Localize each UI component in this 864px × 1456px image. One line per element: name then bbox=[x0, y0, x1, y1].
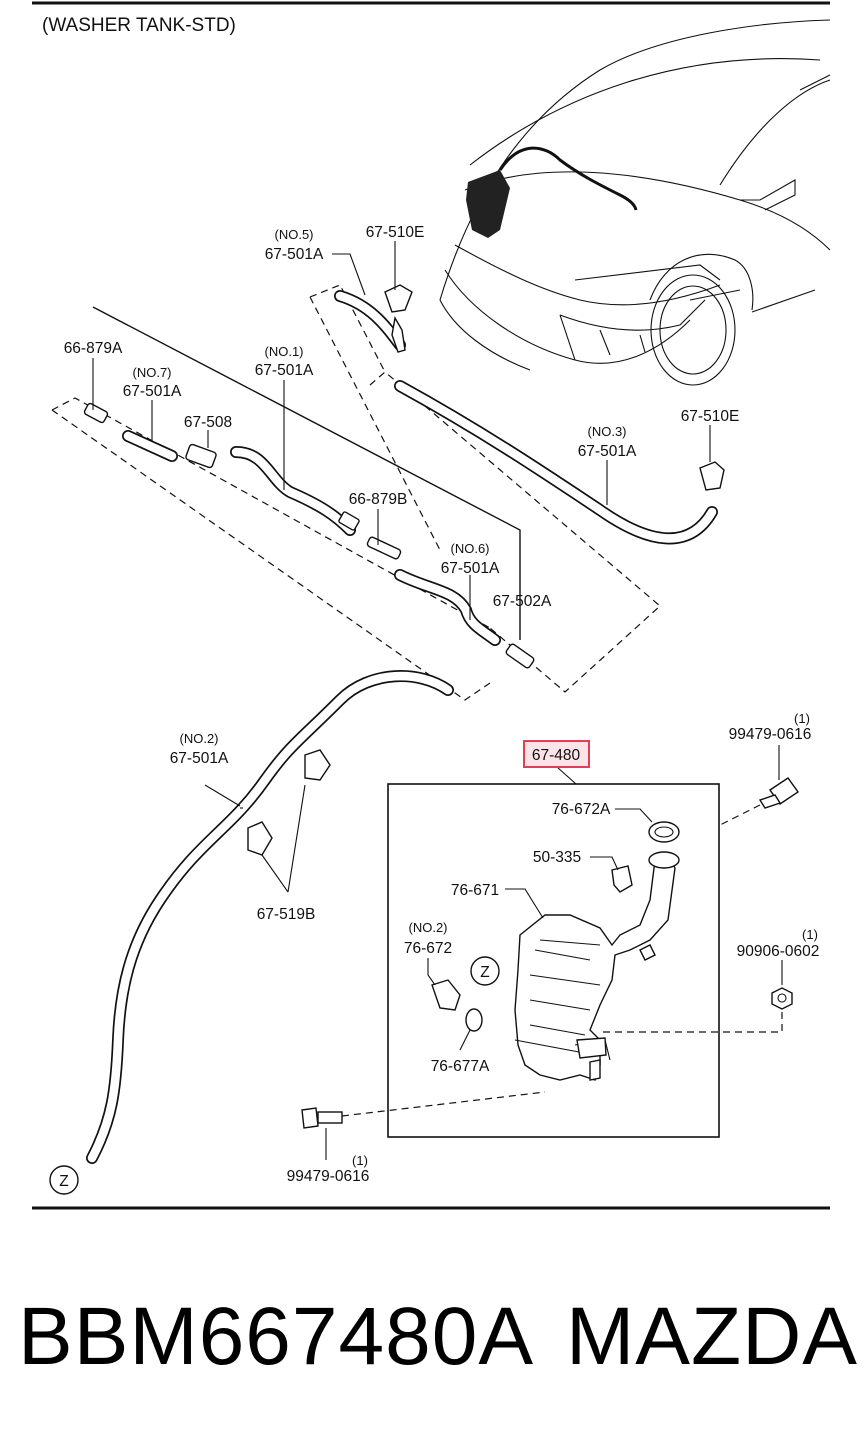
zone-marker-hose bbox=[49, 1165, 79, 1195]
c20-qualifier: (1) bbox=[802, 927, 818, 942]
zone-marker-hose-label: Z bbox=[59, 1173, 68, 1190]
c4-qualifier: (NO.7) bbox=[133, 365, 172, 380]
c13-part: 67-519B bbox=[257, 906, 316, 923]
leader bbox=[615, 808, 653, 823]
c8-qualifier: (NO.6) bbox=[451, 541, 490, 556]
c15-part: 76-672A bbox=[552, 801, 611, 818]
c12-part: 67-501A bbox=[170, 750, 229, 767]
c21-part: 99479-0616 bbox=[287, 1168, 370, 1185]
leader bbox=[590, 856, 619, 871]
c11-part: 67-510E bbox=[681, 408, 740, 425]
c18-qualifier: (NO.2) bbox=[409, 920, 448, 935]
c21-qualifier: (1) bbox=[352, 1153, 368, 1168]
leader bbox=[505, 888, 544, 919]
c6-part: 67-508 bbox=[184, 414, 232, 431]
c2-part: 67-510E bbox=[366, 224, 425, 241]
leader bbox=[556, 766, 577, 785]
nut-right bbox=[600, 960, 793, 1033]
c1-part: 67-501A bbox=[265, 246, 324, 263]
zone-marker-tank-label: Z bbox=[480, 964, 489, 981]
highlight-67-480 bbox=[523, 740, 590, 768]
leader bbox=[427, 958, 436, 986]
c7-part: 66-879B bbox=[349, 491, 408, 508]
c14-part: 99479-0616 bbox=[729, 726, 812, 743]
c5-part: 67-501A bbox=[255, 362, 314, 379]
c14-qualifier: (1) bbox=[794, 711, 810, 726]
long-hose-no2 bbox=[86, 670, 454, 1164]
washer-tank bbox=[431, 821, 680, 1081]
c10-part: 67-501A bbox=[578, 443, 637, 460]
tank-kit-box bbox=[387, 783, 720, 1138]
c4-part: 67-501A bbox=[123, 383, 182, 400]
diagram-title: (WASHER TANK-STD) bbox=[42, 15, 236, 36]
vehicle-outline bbox=[439, 19, 831, 386]
bolt-bottom-left bbox=[301, 1091, 546, 1160]
label-67-480: 67-480 bbox=[532, 747, 581, 764]
c20-part: 90906-0602 bbox=[737, 943, 820, 960]
c5-qualifier: (NO.1) bbox=[265, 344, 304, 359]
c1-qualifier: (NO.5) bbox=[275, 227, 314, 242]
c19-part: 76-677A bbox=[431, 1058, 490, 1075]
bolt-top-right bbox=[719, 745, 799, 826]
c18-part: 76-672 bbox=[404, 940, 452, 957]
brand-caption: MAZDA bbox=[566, 1291, 858, 1382]
c3-part: 66-879A bbox=[64, 340, 123, 357]
leader bbox=[459, 1029, 471, 1051]
c16-part: 50-335 bbox=[533, 849, 581, 866]
zone-marker-tank bbox=[470, 956, 500, 986]
part-number-caption: BBM667480A bbox=[18, 1291, 535, 1382]
washer-hose-assembly bbox=[51, 284, 725, 701]
c8-part: 67-501A bbox=[441, 560, 500, 577]
c17-part: 76-671 bbox=[451, 882, 499, 899]
c10-qualifier: (NO.3) bbox=[588, 424, 627, 439]
c12-qualifier: (NO.2) bbox=[180, 731, 219, 746]
c9-part: 67-502A bbox=[493, 593, 552, 610]
leader bbox=[332, 253, 366, 296]
